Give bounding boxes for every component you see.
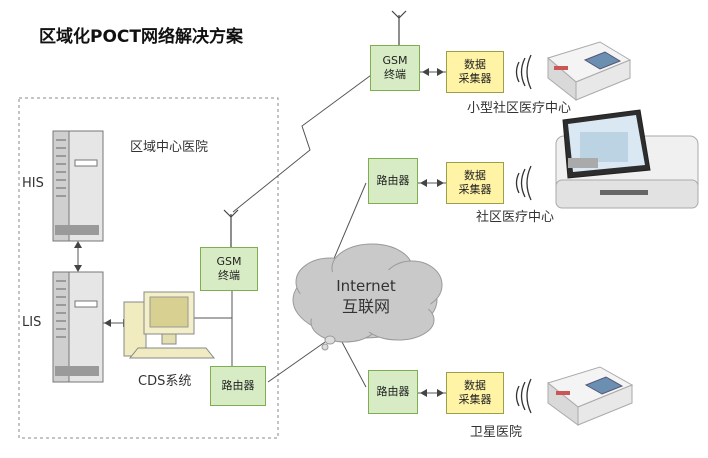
site-1-data-collector: 数据采集器 [446, 51, 504, 93]
wireless-signal-icon [515, 54, 532, 414]
his-label: HIS [22, 176, 44, 191]
site-3-label: 卫星医院 [470, 425, 523, 440]
hospital-region-border [18, 97, 279, 439]
site-2-label: 社区医疗中心 [476, 210, 555, 225]
site-1-label: 小型社区医疗中心 [467, 101, 572, 116]
poct-analyzer-icon [546, 366, 634, 426]
page-title: 区域化POCT网络解决方案 [39, 27, 243, 47]
hospital-label: 区域中心医院 [130, 140, 209, 155]
lis-server-icon [52, 271, 104, 383]
site-2-router: 路由器 [368, 158, 418, 204]
site-3-router: 路由器 [368, 370, 418, 414]
connection-lines [77, 69, 446, 394]
computer-icon [123, 291, 216, 359]
antenna-icon [223, 10, 407, 247]
cds-label: CDS系统 [138, 374, 192, 389]
hospital-router: 路由器 [210, 366, 266, 406]
site-2-data-collector: 数据采集器 [446, 162, 504, 204]
internet-label: Internet 互联网 [336, 277, 396, 316]
site-3-data-collector: 数据采集器 [446, 372, 504, 414]
poct-analyzer-icon [546, 41, 632, 102]
lis-label: LIS [22, 315, 42, 330]
poct-analyzer-large-icon [555, 109, 699, 209]
internet-cloud-icon [292, 243, 443, 351]
his-server-icon [52, 130, 104, 242]
